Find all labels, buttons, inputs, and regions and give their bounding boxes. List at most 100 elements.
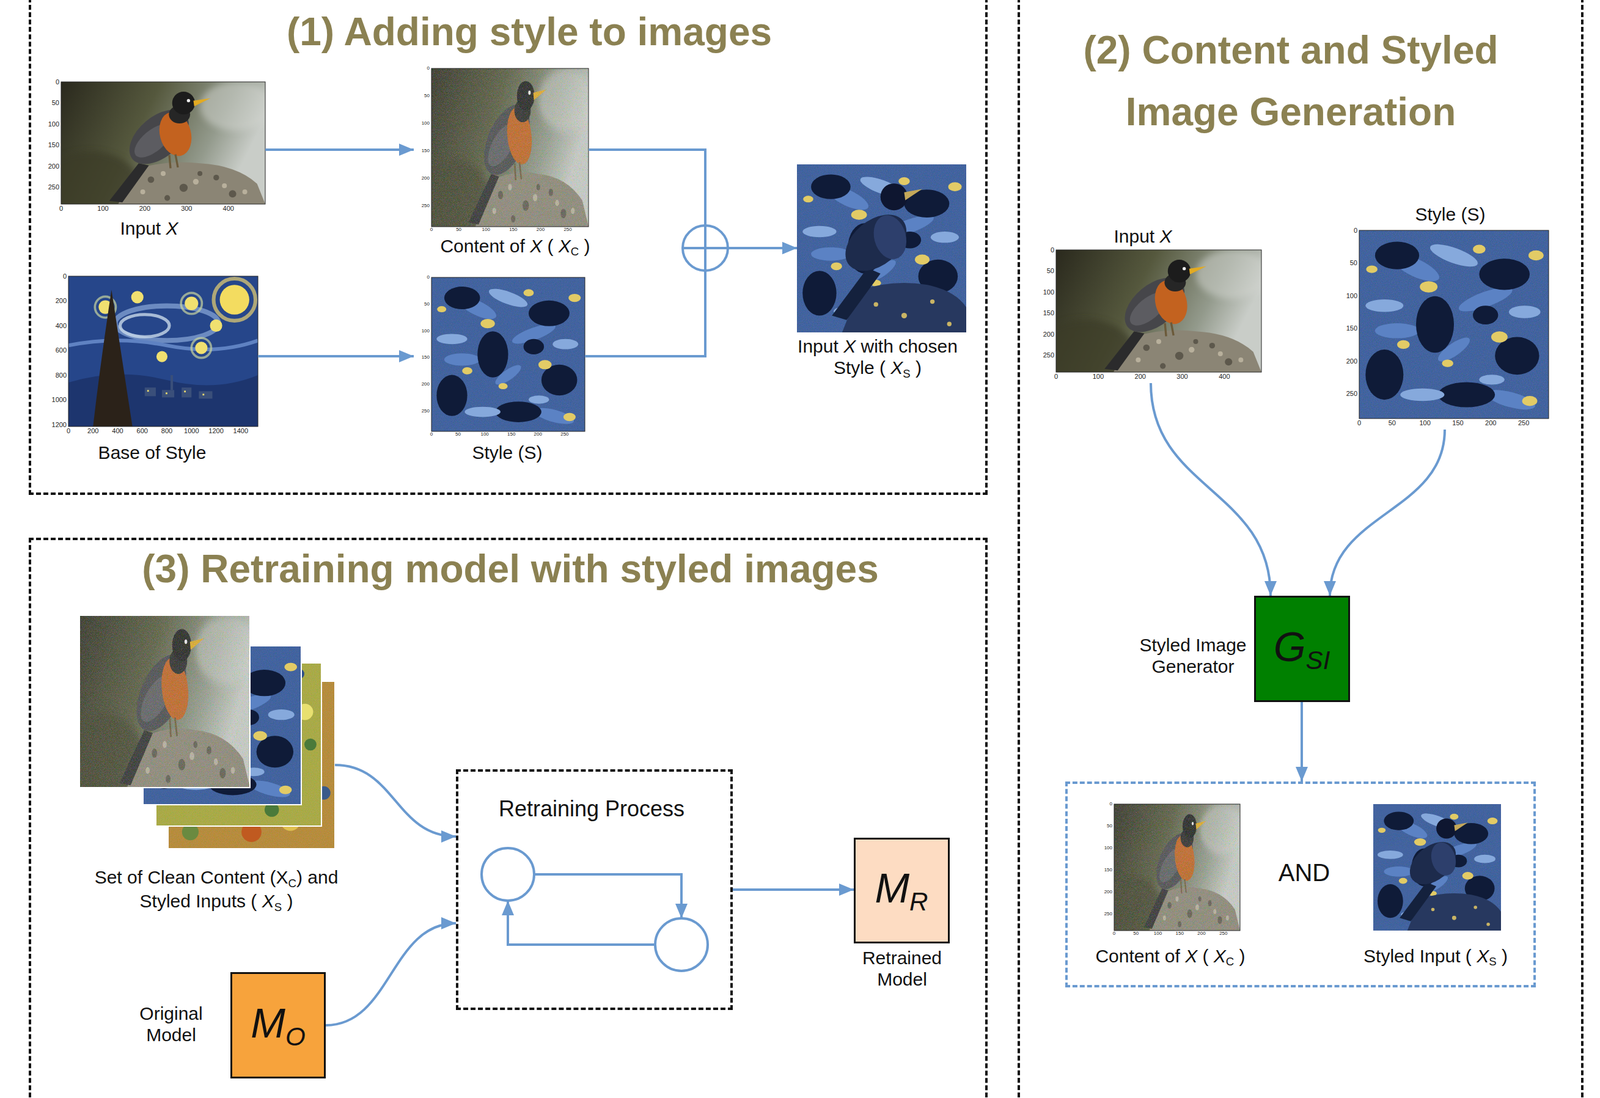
image-caption: Input X xyxy=(119,217,178,239)
input-photo xyxy=(40,81,274,217)
axis-tick: 50 xyxy=(455,227,462,233)
axis-tick: 0 xyxy=(430,227,433,233)
text-holder: Input X xyxy=(119,217,178,239)
text-holder: (2) Content and Styled Image Generation xyxy=(1040,19,1542,144)
input-photo xyxy=(61,81,266,205)
text-run: ) xyxy=(1496,946,1508,967)
content-image xyxy=(415,68,595,243)
axis-tick: 200 xyxy=(1043,330,1055,338)
tick-holder: 150 xyxy=(509,227,518,233)
style-texture xyxy=(1359,230,1549,419)
axis-tick: 800 xyxy=(55,371,67,379)
text-holder: Set of Clean Content (XC) and Styled Inp… xyxy=(78,866,354,914)
axis-tick: 250 xyxy=(1346,389,1358,398)
text-run: C xyxy=(288,877,297,890)
axis-tick: 250 xyxy=(48,183,60,191)
tick-holder: 100 xyxy=(1346,292,1358,300)
image-stack-art xyxy=(168,681,335,849)
tick-holder: 200 xyxy=(87,427,99,435)
tick-holder: 1200 xyxy=(208,427,224,435)
axis-tick: 150 xyxy=(421,355,430,361)
tick-holder: 400 xyxy=(111,427,123,435)
tick-holder: 0 xyxy=(1050,246,1055,254)
tick-holder: 400 xyxy=(1218,372,1230,381)
tick-holder: 0 xyxy=(1353,226,1358,235)
tick-holder: 0 xyxy=(427,66,430,72)
text-holder: AND xyxy=(1278,858,1330,888)
text-run: O xyxy=(285,1022,306,1052)
text-run: Input xyxy=(1113,226,1160,247)
tick-holder: 1000 xyxy=(51,396,67,404)
axis-tick: 400 xyxy=(1218,372,1230,381)
tick-holder: 1000 xyxy=(183,427,199,435)
axis-tick: 150 xyxy=(1175,931,1184,937)
flow-arrow xyxy=(1329,429,1445,596)
content-image xyxy=(1114,804,1241,931)
tick-holder: 0 xyxy=(1109,801,1113,808)
tick-holder: 250 xyxy=(421,202,430,209)
text-run: Style (S) xyxy=(1414,204,1486,225)
input-photo xyxy=(1035,249,1270,385)
tick-holder: 100 xyxy=(482,227,491,233)
image-caption: Style (S) xyxy=(1414,203,1486,225)
tick-holder: 250 xyxy=(1346,389,1358,398)
axis-tick: 250 xyxy=(1043,351,1055,359)
flow-arrow xyxy=(265,148,414,151)
style-texture xyxy=(431,277,585,432)
box-label: Retraining Process xyxy=(498,796,685,823)
tick-holder: 0 xyxy=(59,204,63,213)
axis-tick: 250 xyxy=(421,202,430,209)
tick-holder: 150 xyxy=(1346,324,1358,332)
dashed-panel: Input X0501001502002500100200300400Style… xyxy=(1017,0,1584,1098)
tick-holder: 1400 xyxy=(233,427,249,435)
tick-holder: 300 xyxy=(1176,372,1188,381)
training-loop xyxy=(655,918,708,972)
axis-tick: 600 xyxy=(55,346,67,354)
text-run: S xyxy=(902,367,911,381)
tick-holder: 200 xyxy=(1104,889,1113,895)
axis-tick: 150 xyxy=(1452,419,1464,427)
text-run: R xyxy=(909,887,928,917)
tick-holder: 200 xyxy=(1134,372,1146,381)
image-caption: Style (S) xyxy=(471,441,543,464)
model-symbol: MO xyxy=(250,998,305,1052)
flow-arrow xyxy=(588,149,797,249)
axis-tick: 1400 xyxy=(233,427,249,435)
tick-holder: 250 xyxy=(560,432,569,438)
axis-tick: 50 xyxy=(51,99,60,107)
image-panel: Style (S)050100150200250050100150200250 xyxy=(1334,230,1549,430)
style-texture xyxy=(431,277,585,432)
axis-tick: 50 xyxy=(424,301,430,307)
axis-tick: 100 xyxy=(1092,372,1104,381)
axis-tick: 200 xyxy=(534,432,543,438)
axis-tick: 0 xyxy=(66,427,71,435)
axis-tick: 0 xyxy=(427,66,430,72)
image-stack-art xyxy=(155,663,322,827)
text-holder: Styled Input ( XS ) xyxy=(1363,945,1508,970)
text-run: Content of xyxy=(1095,946,1186,967)
axis-tick: 50 xyxy=(424,93,430,100)
styled-image xyxy=(796,164,967,333)
flow-arrow xyxy=(334,765,456,837)
image-stack-art xyxy=(143,645,302,805)
tick-holder: 150 xyxy=(507,432,516,438)
text-holder: Style (S) xyxy=(1414,203,1486,225)
image-caption: Content of X ( XC ) xyxy=(1095,945,1245,970)
flow-arrow xyxy=(732,888,854,892)
model-symbol: MR xyxy=(874,863,928,917)
tick-holder: 0 xyxy=(430,432,433,438)
image-panel: Base of Style020040060080010001200020040… xyxy=(44,276,258,438)
flow-arrow xyxy=(1150,383,1271,596)
image-stack-art xyxy=(168,681,335,849)
tick-holder: 100 xyxy=(1104,845,1113,851)
image-panel: Input X0501001502002500100200300400 xyxy=(36,81,266,216)
axis-tick: 100 xyxy=(97,204,109,213)
tick-holder: 250 xyxy=(1219,931,1228,937)
output-group: Content of X ( XC )050100150200250050100… xyxy=(1065,781,1536,988)
axis-tick: 100 xyxy=(421,328,430,334)
axis-tick: 200 xyxy=(55,297,67,305)
tick-holder: 0 xyxy=(62,272,67,280)
text-run: Styled Input ( xyxy=(1363,946,1477,967)
tick-holder: 100 xyxy=(48,120,60,128)
axis-tick: 0 xyxy=(430,432,433,438)
